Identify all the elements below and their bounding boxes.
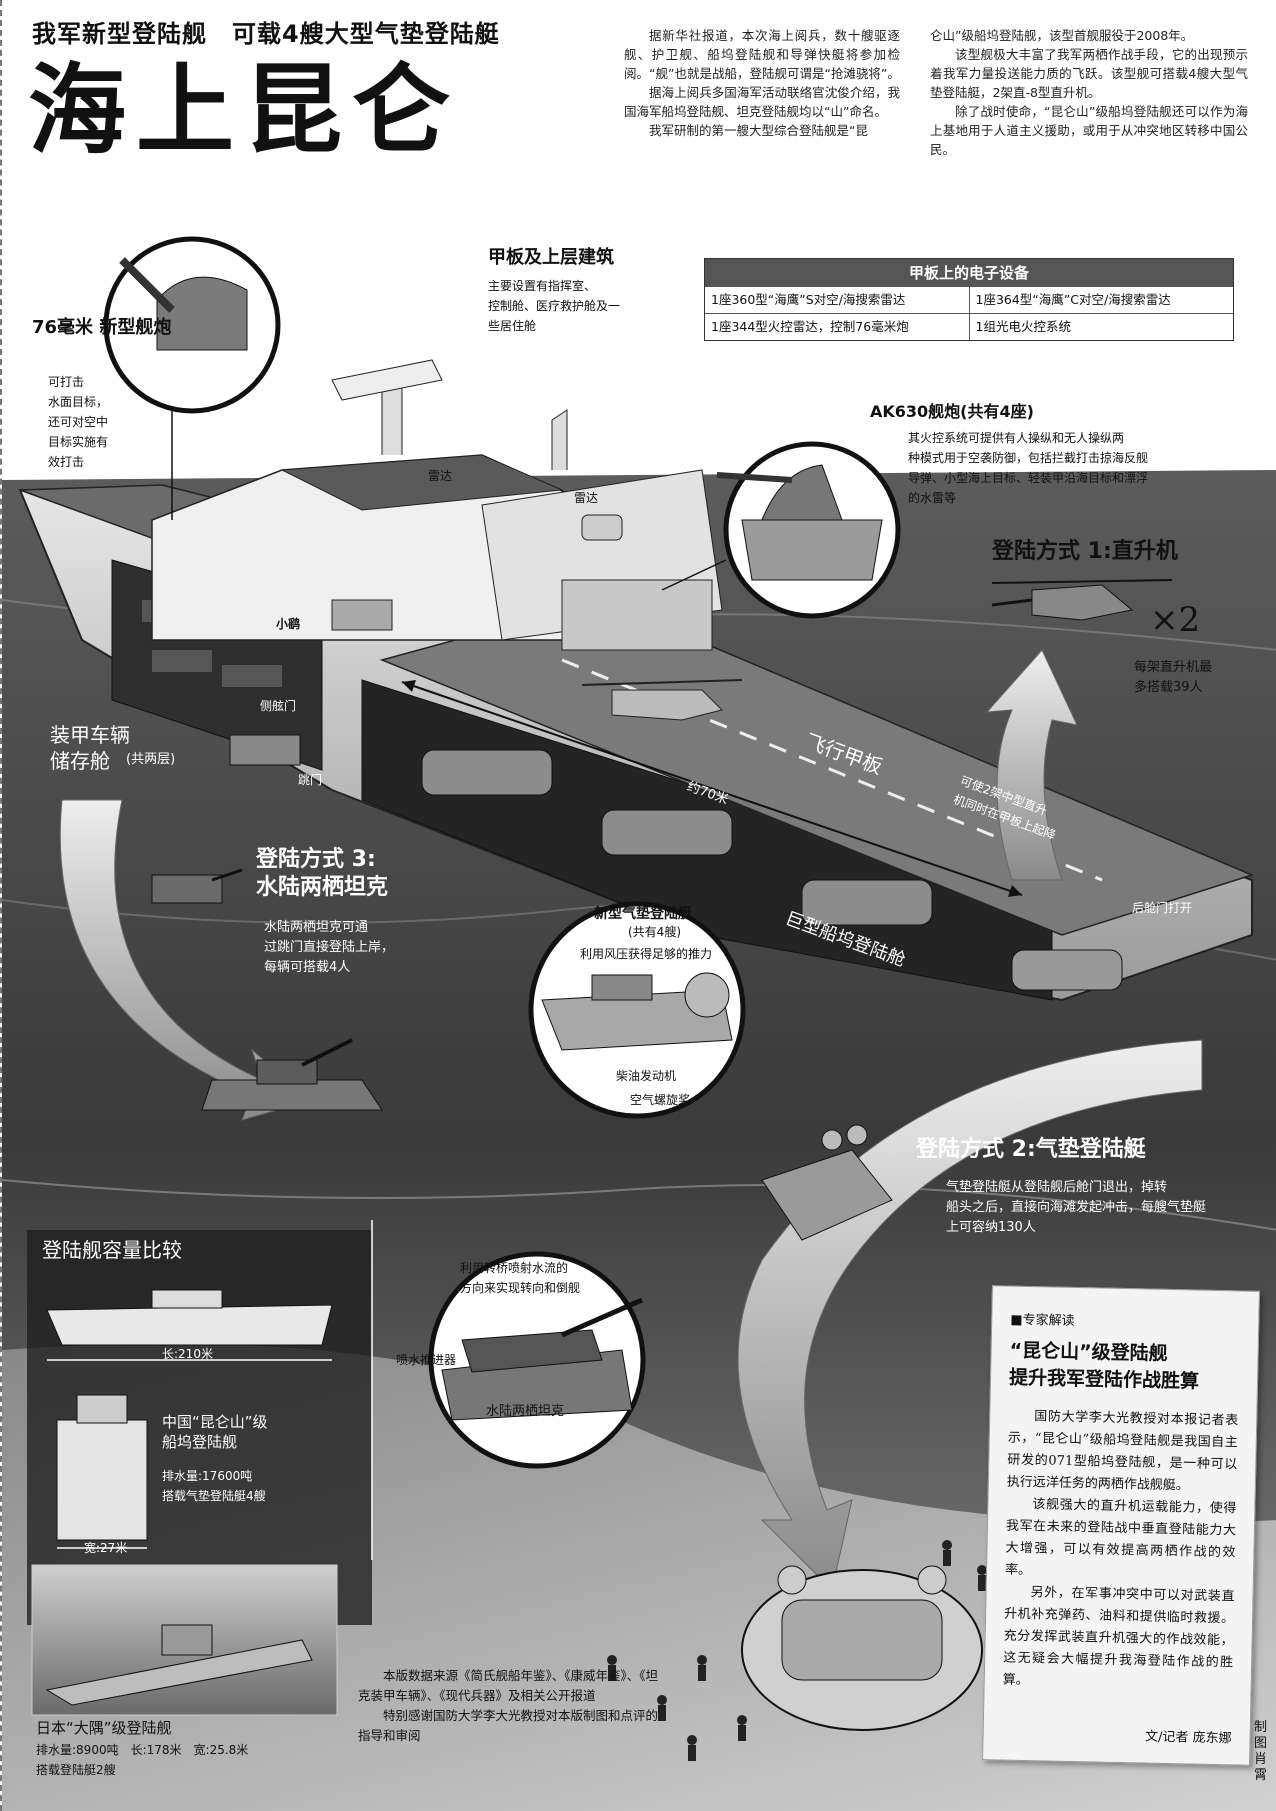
ak630-title: AK630舰炮(共有4座): [870, 402, 1034, 421]
landing-mode-2-description: 气垫登陆艇从登陆舰后舱门退出，掉转 船头之后，直接向海滩发起冲击，每艘气垫艇 上…: [946, 1180, 1207, 1235]
landing-mode-1-description: 每架直升机最 多搭载39人: [1134, 660, 1213, 695]
length-dimension: 长:210米: [162, 1347, 213, 1361]
intro-paragraph: 据海上阅兵多国海军活动联络官沈俊介绍，我国海军船坞登陆舰、坦克登陆舰均以“山”命…: [624, 85, 900, 119]
ak630-description: 其火控系统可提供有人操纵和无人操纵两 种模式用于空袭防御，包括拦截打击掠海反舰 …: [908, 431, 1149, 505]
air-propeller-label: 空气螺旋桨: [630, 1093, 691, 1107]
small-boat-label: 小鹞: [276, 617, 301, 631]
electronics-table-title: 甲板上的电子设备: [705, 259, 1233, 286]
lcac-description: 利用风压获得足够的推力: [580, 947, 713, 961]
sources-note: 本版数据来源《简氏舰船年鉴》、《康威年鉴》、《坦克装甲车辆》、《现代兵器》及相关…: [358, 1666, 658, 1746]
expert-paragraph: 国防大学李大光教授对本报记者表示，“昆仑山”级船坞登陆舰是我国自主研发的071型…: [1006, 1409, 1239, 1494]
expert-title: “昆仑山”级登陆舰 提升我军登陆作战胜算: [1008, 1339, 1200, 1393]
table-cell: 1组光电火控系统: [968, 314, 1234, 340]
tank-inset-title: 水陆两栖坦克: [486, 1404, 565, 1419]
japan-ship-name: 日本“大隅”级登陆舰: [36, 1719, 172, 1737]
main-headline: 海上昆仑: [28, 53, 461, 168]
landing-mode-1-title: 登陆方式 1:直升机: [992, 539, 1178, 564]
gun76-description: 可打击 水面目标， 还可对空中 目标实施有 效打击: [48, 375, 109, 469]
graphics-credit: 制图肖霄: [1254, 1720, 1268, 1783]
expert-body: 国防大学李大光教授对本报记者表示，“昆仑山”级船坞登陆舰是我国自主研发的071型…: [1002, 1406, 1239, 1697]
acknowledgement-paragraph: 特别感谢国防大学李大光教授对本版制图和点评的指导和审阅: [358, 1708, 659, 1743]
radar-label-2: 雷达: [574, 491, 599, 505]
vehicle-garage-subtitle: (共两层): [126, 752, 176, 767]
japan-ship-capacity: 搭载登陆艇2艘: [36, 1763, 116, 1777]
japan-ship-specs: 排水量:8900吨 长:178米 宽:25.8米: [36, 1743, 249, 1757]
waterjet-label: 喷水推进器: [396, 1353, 457, 1367]
gun76-title: 76毫米 新型舰炮: [32, 317, 172, 338]
deck-description: 主要设置有指挥室、 控制舱、医疗救护舱及一 些居住舱: [488, 279, 621, 333]
helicopter-count: ×2: [1150, 600, 1201, 640]
expert-paragraph: 该舰强大的直升机运载能力，使得我军在未来的登陆战中垂直登陆能力大大增强，可以有效…: [1004, 1497, 1237, 1579]
china-ship-capacity: 搭载气垫登陆艇4艘: [162, 1489, 266, 1503]
side-door-label: 侧舷门: [260, 699, 297, 713]
intro-column-2: 仑山”级船坞登陆舰，该型首舰服役于2008年。 该型舰极大丰富了我军两栖作战手段…: [930, 26, 1248, 159]
china-ship-name: 中国“昆仑山”级 船坞登陆舰: [162, 1413, 268, 1451]
expert-tag: ■专家解读: [1010, 1312, 1075, 1329]
table-cell: 1座344型火控雷达，控制76毫米炮: [711, 319, 909, 334]
kicker-headline: 我军新型登陆舰 可载4艘大型气垫登陆艇: [32, 20, 500, 48]
tank-inset-description: 利用转桥喷射水流的 方向来实现转向和倒舰: [460, 1261, 581, 1295]
table-cell: 1座360型“海鹰”S对空/海搜索雷达: [711, 292, 906, 307]
lcac-title: 新型气垫登陆艇: [594, 906, 692, 922]
lcac-subtitle: (共有4艘): [628, 925, 681, 939]
intro-paragraph: 据新华社报道，本次海上阅兵，数十艘驱逐舰、护卫舰、船坞登陆舰和导弹快艇将参加检阅…: [624, 28, 900, 81]
intro-paragraph: 该型舰极大丰富了我军两栖作战手段，它的出现预示着我军力量投送能力质的飞跃。该型舰…: [930, 47, 1248, 100]
stern-door-label: 后舱门打开: [1132, 901, 1193, 915]
table-cell: 1座364型“海鹰”C对空/海搜索雷达: [968, 287, 1234, 313]
diesel-engine-label: 柴油发动机: [616, 1069, 677, 1083]
width-dimension: 宽:27米: [84, 1541, 128, 1555]
ramp-label: 跳门: [298, 773, 323, 787]
electronics-table: 甲板上的电子设备 1座360型“海鹰”S对空/海搜索雷达 1座364型“海鹰”C…: [704, 258, 1234, 341]
intro-paragraph: 除了战时使命，“昆仑山”级船坞登陆舰还可以作为海上基地用于人道主义援助，或用于从…: [930, 104, 1248, 157]
comparison-title: 登陆舰容量比较: [42, 1238, 182, 1262]
landing-mode-2-title: 登陆方式 2:气垫登陆艇: [916, 1137, 1146, 1162]
landing-mode-3-title: 登陆方式 3: 水陆两栖坦克: [256, 847, 389, 900]
intro-column-1: 据新华社报道，本次海上阅兵，数十艘驱逐舰、护卫舰、船坞登陆舰和导弹快艇将参加检阅…: [624, 26, 900, 140]
china-ship-displacement: 排水量:17600吨: [162, 1469, 253, 1483]
expert-commentary-note: ■专家解读 “昆仑山”级登陆舰 提升我军登陆作战胜算 国防大学李大光教授对本报记…: [982, 1285, 1260, 1766]
intro-paragraph: 我军研制的第一艘大型综合登陆舰是“昆: [649, 123, 868, 138]
sources-paragraph: 本版数据来源《简氏舰船年鉴》、《康威年鉴》、《坦克装甲车辆》、《现代兵器》及相关…: [358, 1668, 659, 1703]
intro-continuation: 仑山”级船坞登陆舰，该型首舰服役于2008年。: [930, 28, 1194, 43]
expert-byline: 文/记者 庞东娜: [1144, 1729, 1232, 1747]
deck-title: 甲板及上层建筑: [488, 247, 614, 268]
expert-paragraph: 另外，在军事冲突中可以对武装直升机补充弹药、油料和提供临时救援。充分发挥武装直升…: [1002, 1585, 1235, 1689]
vehicle-garage-title: 装甲车辆 储存舱: [50, 723, 130, 773]
table-row: 1座344型火控雷达，控制76毫米炮 1组光电火控系统: [705, 313, 1233, 340]
landing-mode-3-description: 水陆两栖坦克可通 过跳门直接登陆上岸， 每辆可搭载4人: [264, 920, 395, 975]
table-row: 1座360型“海鹰”S对空/海搜索雷达 1座364型“海鹰”C对空/海搜索雷达: [705, 286, 1233, 313]
radar-label-1: 雷达: [428, 469, 453, 483]
